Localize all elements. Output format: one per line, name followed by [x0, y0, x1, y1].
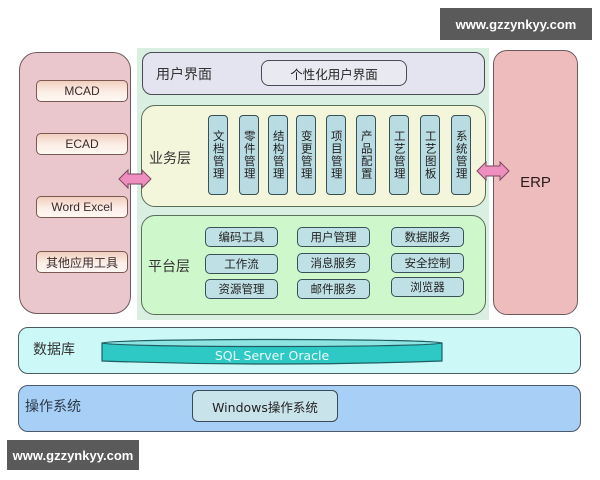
app-ecad: ECAD — [36, 133, 128, 155]
user-interface-layer: 用户界面 个性化用户界面 — [142, 52, 485, 95]
platform-layer: 平台层 编码工具 工作流 资源管理 用户管理 消息服务 邮件服务 数据服务 安全… — [141, 215, 486, 315]
user-interface-title: 用户界面 — [156, 67, 212, 83]
watermark-top: www.gzzynkyy.com — [440, 8, 592, 40]
module-change-management: 变更管理 — [296, 115, 316, 195]
service-security-control: 安全控制 — [391, 253, 464, 273]
erp-panel: ERP — [493, 50, 578, 315]
operating-system-title: 操作系统 — [25, 399, 81, 415]
service-data: 数据服务 — [391, 227, 464, 247]
app-word-excel: Word Excel — [36, 196, 128, 218]
database-label: SQL Server Oracle — [214, 348, 330, 363]
service-mail: 邮件服务 — [297, 279, 370, 299]
business-layer: 业务层 文档管理 零件管理 结构管理 变更管理 项目管理 产品配置 工艺管理 工… — [141, 105, 486, 207]
app-other-tools: 其他应用工具 — [36, 251, 128, 273]
service-coding-tool: 编码工具 — [205, 227, 278, 247]
operating-system-layer: 操作系统 Windows操作系统 — [18, 385, 581, 432]
bidirectional-arrow-right-icon — [476, 160, 510, 182]
applications-panel: MCAD ECAD Word Excel 其他应用工具 — [19, 52, 131, 314]
module-process-management: 工艺管理 — [389, 115, 409, 195]
personalized-ui-box: 个性化用户界面 — [261, 60, 407, 86]
windows-os-box: Windows操作系统 — [192, 390, 338, 422]
platform-layer-title: 平台层 — [148, 259, 190, 275]
erp-label: ERP — [520, 174, 551, 191]
business-layer-title: 业务层 — [149, 151, 191, 167]
service-resource-management: 资源管理 — [205, 279, 278, 299]
module-project-management: 项目管理 — [326, 115, 346, 195]
database-cylinder-icon — [101, 338, 443, 365]
module-process-drawing: 工艺图板 — [420, 115, 440, 195]
service-user-management: 用户管理 — [297, 227, 370, 247]
module-document-management: 文档管理 — [208, 115, 228, 195]
database-layer: 数据库 SQL Server Oracle — [18, 327, 581, 374]
service-browser: 浏览器 — [391, 277, 464, 297]
module-part-management: 零件管理 — [239, 115, 259, 195]
app-mcad: MCAD — [36, 80, 128, 102]
watermark-bottom: www.gzzynkyy.com — [7, 440, 139, 470]
database-layer-title: 数据库 — [33, 342, 75, 358]
service-message: 消息服务 — [297, 253, 370, 273]
database-cylinder: SQL Server Oracle — [101, 338, 443, 365]
module-system-management: 系统管理 — [451, 115, 471, 195]
module-structure-management: 结构管理 — [268, 115, 288, 195]
bidirectional-arrow-left-icon — [118, 168, 152, 190]
service-workflow: 工作流 — [205, 254, 278, 274]
module-product-configuration: 产品配置 — [356, 115, 376, 195]
